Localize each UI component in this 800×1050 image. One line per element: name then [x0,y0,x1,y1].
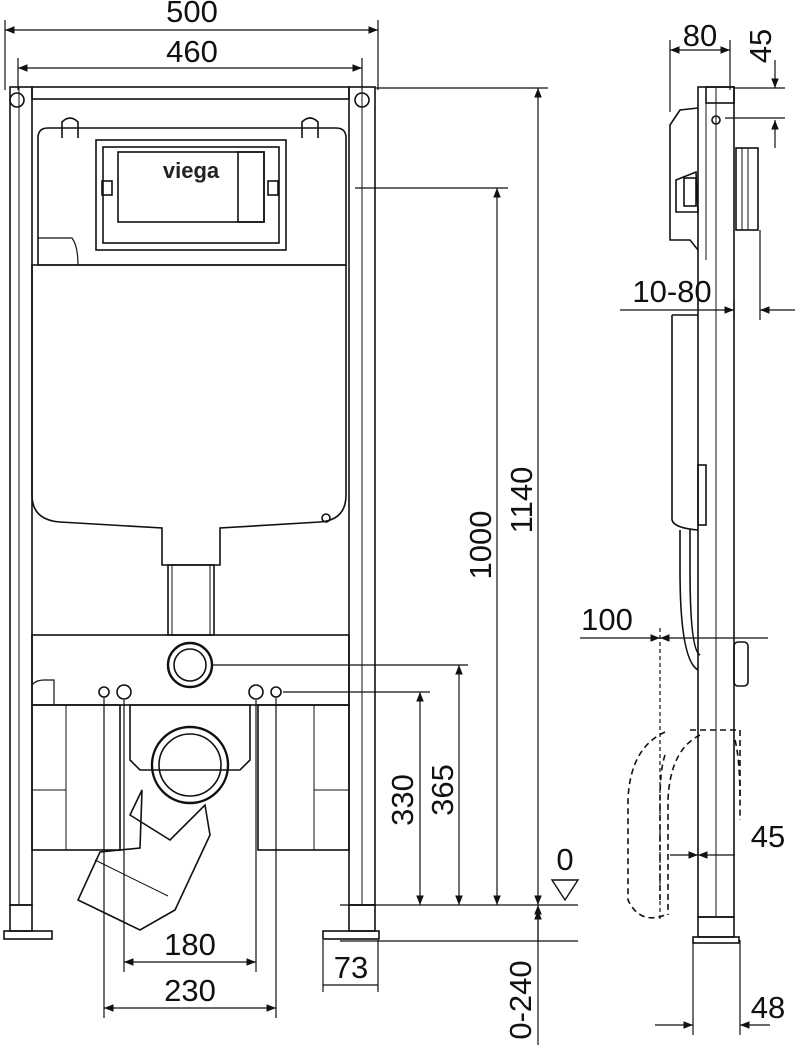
stud-left-a [98,686,110,698]
block-left [31,704,121,851]
dim-outlet-distance: 100 [581,602,633,637]
dim-foot-offset: 48 [751,990,785,1025]
drain-pipe [76,789,211,931]
side-foot [697,916,735,938]
flush-plate-outer [95,139,287,251]
brand-logo: viega [163,158,220,183]
dim-datum: 0 [556,842,573,877]
hanger-right [301,117,319,138]
front-dimensions [4,20,580,1045]
drain-ring-inner [158,733,222,797]
dim-bend-offset: 45 [751,819,785,854]
foot-right [348,904,376,932]
dim-flush-height: 1000 [463,511,498,580]
stud-left-b [116,684,132,700]
flush-pipe [167,564,215,636]
stud-right-a [248,684,264,700]
foot-left [9,904,33,932]
dim-inner-width: 460 [166,34,218,69]
drain-ring-outer [150,725,230,805]
sensor-left [101,180,113,196]
side-wall-bracket [735,147,759,231]
dim-top-offset: 45 [743,29,778,63]
side-cistern-body [671,314,699,531]
top-rail [31,86,350,100]
outlet-ring-inner [173,648,207,682]
dim-stud-height: 330 [385,774,420,826]
block-right [257,704,350,851]
dim-stud-spacing-outer: 230 [164,973,216,1008]
front-view [3,86,380,940]
side-cistern-top [669,107,699,251]
dim-wall-range: 10-80 [632,274,711,309]
cistern-body [31,264,347,566]
left-post [9,86,33,906]
flush-button [237,151,265,223]
drain-bracket [129,704,251,771]
outlet-rail [31,634,350,706]
dim-outlet-height: 365 [425,764,460,816]
cistern-top [37,127,347,266]
sensor-right [267,180,279,196]
hole-top-right [354,92,370,108]
dim-overall-width: 500 [166,0,218,29]
hole-top-left [9,92,25,108]
hanger-left [61,117,79,138]
side-outlet-stub [733,641,749,687]
side-bend [627,731,741,919]
side-view [627,86,759,944]
dim-foot-depth: 73 [334,950,368,985]
dim-side-depth: 80 [683,18,717,53]
stud-right-b [270,686,282,698]
dim-stud-spacing-inner: 180 [164,927,216,962]
dim-adjust-range: 0-240 [503,960,538,1039]
dim-overall-height: 1140 [504,467,539,534]
side-dimensions [580,40,795,1035]
